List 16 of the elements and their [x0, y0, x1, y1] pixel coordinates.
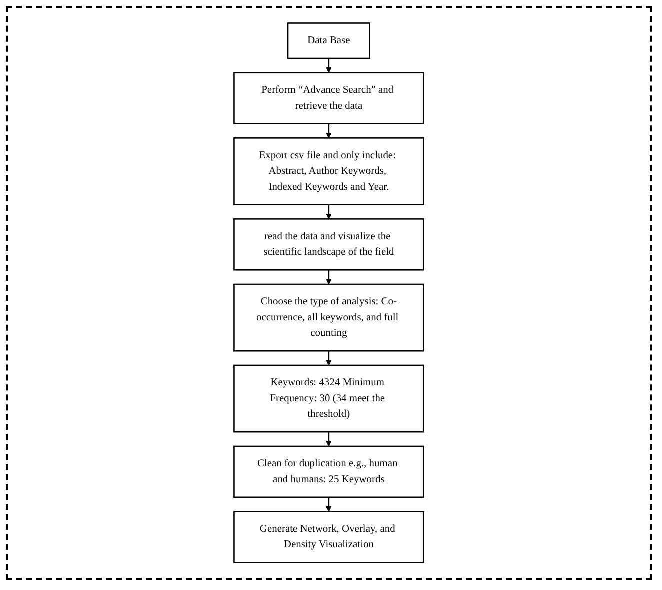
arrow	[326, 351, 332, 366]
node-box	[234, 138, 424, 206]
node-box	[234, 511, 424, 564]
node-box	[234, 72, 424, 124]
arrow	[326, 58, 332, 74]
arrow	[326, 204, 332, 220]
node-box	[287, 22, 371, 60]
arrow	[326, 270, 332, 285]
node-box	[234, 218, 424, 271]
node-box	[234, 364, 424, 433]
arrow	[326, 432, 332, 447]
arrow	[326, 497, 332, 512]
node-box	[234, 446, 424, 498]
dashed-frame: Data Base Perform “Advance Search” and retrieve the data Export csv file and only include: Abstract, Author Keywords, Indexed Keywords and Year. read the data and visualize the scientific landscape of the field Choose the type of analysis: Co-occurrence, all keywords, and full counting Keywords: 4324 Minimum Frequency: 30 (34 meet the threshold) Clean for duplication e.g., human and humans: 25 Keywords Generate Network, Overlay, and Density Visualization	[6, 6, 652, 580]
node-box	[234, 284, 424, 352]
arrow	[326, 124, 332, 138]
